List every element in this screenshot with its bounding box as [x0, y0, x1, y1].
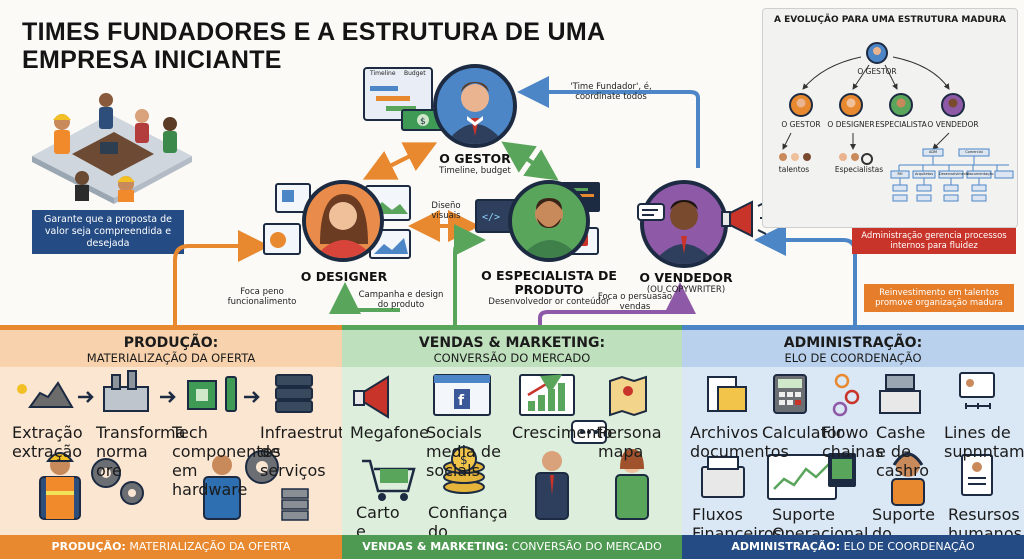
- administracao-footer: ADMINISTRAÇÃO: ELO DE COORDENAÇÃO: [682, 535, 1024, 559]
- vendas-header: VENDAS & MARKETING: CONVERSÃO DO MERCADO: [342, 325, 682, 367]
- team-meeting-illustration: [32, 93, 192, 204]
- producao-subheading: MATERIALIZAÇÃO DA OFERTA: [86, 351, 256, 365]
- annotation-time-fundador: 'Time Fundador', é, coordinate todos: [570, 82, 652, 102]
- vendedor-subtitle: (OU COPYWRITER): [646, 285, 726, 295]
- vendas-item-socials: Socials media de socials: [426, 423, 501, 480]
- inset-org-label-desenvolvimento: Desenvolvimento: [939, 172, 970, 176]
- svg-text:f: f: [458, 393, 465, 409]
- inset-org-label-documentacao: Documentação: [967, 172, 994, 176]
- producao-column: PRODUÇÃO: MATERIALIZAÇÃO DA OFERTA Extra…: [0, 325, 371, 559]
- vendedor-title: O VENDEDOR: [639, 270, 733, 285]
- inset-role-gestor: O GESTOR: [781, 120, 821, 129]
- annotation-foca-peno: Foca peno funcionalimento: [227, 287, 297, 307]
- especialista-title: O ESPECIALISTA DE PRODUTO: [481, 268, 617, 297]
- administracao-footer-bold: ADMINISTRAÇÃO:: [731, 540, 841, 553]
- inset-org-label-adm: ADM: [928, 150, 938, 154]
- inset-role-especialista: ESPECIALISTA: [875, 120, 927, 129]
- administracao-item-calculator: Calculator: [762, 423, 844, 442]
- inset-top-role: O GESTOR: [857, 67, 897, 76]
- vendas-heading: VENDAS & MARKETING:: [418, 335, 606, 351]
- administracao-item-flowo: Flowo chainas: [822, 423, 884, 461]
- producao-icons: [17, 370, 313, 521]
- gestor-subtitle: Timeline, budget: [439, 166, 511, 176]
- inset-role-designer: O DESIGNER: [827, 120, 875, 129]
- gestor-title: O GESTOR: [439, 151, 511, 166]
- inset-org-label-comercial: Comercial: [965, 150, 983, 154]
- vendas-item-crescimento: Crescimento: [512, 423, 613, 442]
- inset-diagram: [779, 42, 1014, 202]
- designer-title: O DESIGNER: [300, 269, 388, 284]
- administracao-icons: [701, 372, 995, 506]
- vendas-subheading: CONVERSÃO DO MERCADO: [433, 351, 591, 365]
- inset-bottom-especialistas: Especialistas: [834, 165, 884, 174]
- producao-heading: PRODUÇÃO:: [123, 335, 219, 351]
- red-caption: Administração gerencia processos interno…: [852, 228, 1016, 254]
- inset-org-label-rh: RH: [897, 172, 903, 176]
- page-title: TIMES FUNDADORES E A ESTRUTURA DE UMA EM…: [22, 18, 605, 74]
- annotation-campanha: Campanha e design do produto: [358, 290, 444, 310]
- producao-item-tech: Tech componentes em hardware: [172, 423, 281, 499]
- producao-footer-bold: PRODUÇÃO:: [51, 540, 126, 553]
- svg-text:$: $: [420, 117, 426, 127]
- vendas-footer-bold: VENDAS & MARKETING:: [362, 540, 509, 553]
- producao-footer-text: MATERIALIZAÇÃO DA OFERTA: [125, 540, 291, 553]
- orange-caption: Reinvestimento em talentos promove organ…: [864, 284, 1014, 312]
- vendas-icons: f $: [353, 374, 649, 520]
- left-caption: Garante que a proposta de valor seja com…: [32, 210, 184, 254]
- svg-text:$: $: [460, 453, 468, 467]
- timeline-board: [363, 67, 433, 121]
- vendas-column: VENDAS & MARKETING: CONVERSÃO DO MERCADO…: [342, 325, 682, 559]
- svg-text:</>: </>: [482, 212, 500, 223]
- producao-item-extracao: Extração extração: [12, 423, 83, 461]
- producao-footer: PRODUÇÃO: MATERIALIZAÇÃO DA OFERTA: [0, 535, 342, 559]
- especialista-portrait: [508, 180, 590, 262]
- producao-header: PRODUÇÃO: MATERIALIZAÇÃO DA OFERTA: [0, 325, 342, 367]
- annotation-foca-persuasao: Foca o persuasão vendas: [597, 292, 673, 312]
- producao-item-infra: Infraestrutura de serviços: [260, 423, 371, 480]
- megaphone-speech-icon: [637, 200, 770, 238]
- maturity-inset: A EVOLUÇÃO PARA UMA ESTRUTURA MADURA: [762, 8, 1018, 228]
- gestor-portrait: [433, 64, 517, 148]
- administracao-item-lines: Lines de supnntamento: [944, 423, 1024, 461]
- especialista-subtitle: Desenvolvedor or conteúdor: [488, 297, 610, 307]
- administracao-subheading: ELO DE COORDENAÇÃO: [784, 351, 922, 365]
- vendas-footer-text: CONVERSÃO DO MERCADO: [508, 540, 662, 553]
- board-label-timeline: Timeline: [370, 70, 396, 77]
- vendas-item-megafone: Megafone: [350, 423, 430, 442]
- administracao-heading: ADMINISTRAÇÃO:: [783, 335, 923, 351]
- annotation-diseno: Diseño visuais: [431, 201, 461, 221]
- administracao-column: ADMINISTRAÇÃO: ELO DE COORDENAÇÃO Archiv…: [682, 325, 1024, 559]
- vendas-item-persona: Persona mapa: [598, 423, 662, 461]
- administracao-footer-text: ELO DE COORDENAÇÃO: [840, 540, 975, 553]
- vendas-footer: VENDAS & MARKETING: CONVERSÃO DO MERCADO: [342, 535, 682, 559]
- administracao-item-cashe: Cashe e de cashro: [876, 423, 930, 480]
- inset-bottom-talentos: talentos: [778, 165, 810, 174]
- inset-title: A EVOLUÇÃO PARA UMA ESTRUTURA MADURA: [774, 15, 1006, 25]
- inset-org-label-arquitetos: Arquitetos: [914, 172, 934, 176]
- inset-role-vendedor: O VENDEDOR: [927, 120, 979, 129]
- board-label-budget: Budget: [404, 70, 426, 77]
- producao-item-transforma: Transforma norma ore: [96, 423, 186, 480]
- administracao-item-archivos: Archivos documentos: [690, 423, 789, 461]
- designer-portrait: [302, 180, 384, 262]
- administracao-header: ADMINISTRAÇÃO: ELO DE COORDENAÇÃO: [682, 325, 1024, 367]
